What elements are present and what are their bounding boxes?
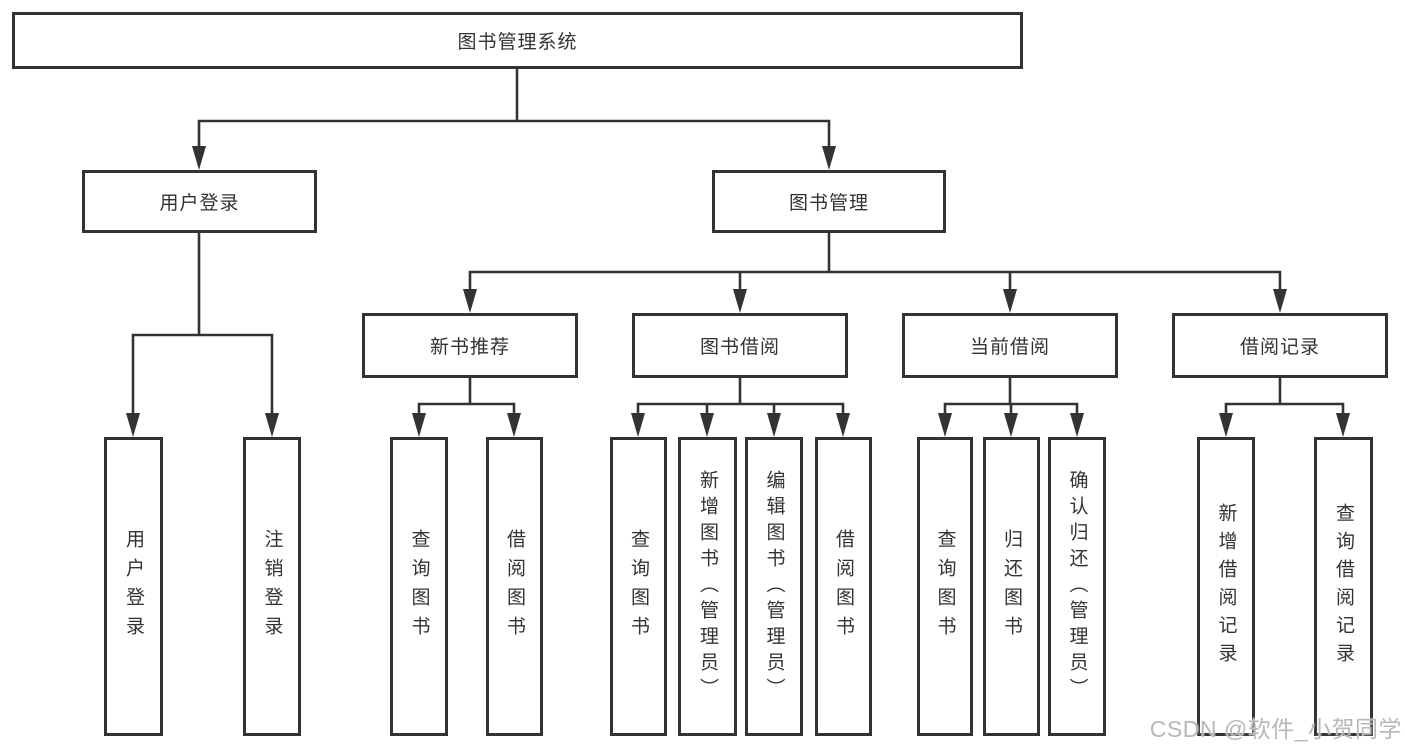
node-leaf-logout: 注销登录 (243, 437, 301, 736)
node-leaf-confirm-return-admin: 确认归还（管理员） (1048, 437, 1106, 736)
node-leaf-borrow-books-2: 借阅图书 (815, 437, 872, 736)
node-leaf-return-books: 归还图书 (983, 437, 1040, 736)
node-label: 新书推荐 (429, 337, 510, 358)
node-label: 当前借阅 (969, 337, 1050, 358)
node-book-management: 图书管理 (712, 170, 946, 233)
node-label: 借阅记录 (1239, 337, 1320, 358)
node-label: 查询图书 (628, 528, 649, 645)
node-label: 查询借阅记录 (1333, 502, 1354, 671)
node-label: 借阅图书 (504, 528, 525, 645)
node-label: 注销登录 (261, 528, 283, 645)
node-new-book-recommend: 新书推荐 (362, 313, 578, 378)
node-label: 确认归还（管理员） (1066, 469, 1088, 704)
node-leaf-add-borrow-record: 新增借阅记录 (1197, 437, 1255, 736)
node-leaf-query-books-3: 查询图书 (917, 437, 973, 736)
node-label: 用户登录 (123, 528, 144, 645)
node-label: 查询图书 (408, 528, 430, 645)
node-leaf-query-borrow-record: 查询借阅记录 (1314, 437, 1373, 736)
node-label: 用户登录 (159, 193, 240, 214)
node-label: 图书管理 (788, 193, 869, 214)
node-label: 新增借阅记录 (1215, 502, 1237, 671)
node-leaf-edit-books-admin: 编辑图书（管理员） (745, 437, 803, 736)
csdn-watermark: CSDN @软件_小贺同学 (1149, 716, 1402, 742)
node-label: 查询图书 (934, 528, 956, 645)
node-label: 图书管理系统 (457, 32, 578, 53)
node-label: 编辑图书（管理员） (763, 469, 785, 704)
node-library-system: 图书管理系统 (12, 12, 1023, 69)
node-user-login: 用户登录 (82, 170, 317, 233)
node-leaf-query-books-1: 查询图书 (390, 437, 448, 736)
node-label: 借阅图书 (833, 528, 854, 645)
node-label: 归还图书 (1001, 528, 1022, 645)
node-current-borrowing: 当前借阅 (902, 313, 1118, 378)
node-leaf-add-books-admin: 新增图书（管理员） (678, 437, 737, 736)
node-leaf-user-login: 用户登录 (104, 437, 163, 736)
node-leaf-borrow-books-1: 借阅图书 (486, 437, 543, 736)
node-book-borrowing: 图书借阅 (632, 313, 848, 378)
node-label: 图书借阅 (699, 337, 780, 358)
node-label: 新增图书（管理员） (697, 469, 718, 704)
node-borrowing-records: 借阅记录 (1172, 313, 1388, 378)
node-leaf-query-books-2: 查询图书 (610, 437, 667, 736)
